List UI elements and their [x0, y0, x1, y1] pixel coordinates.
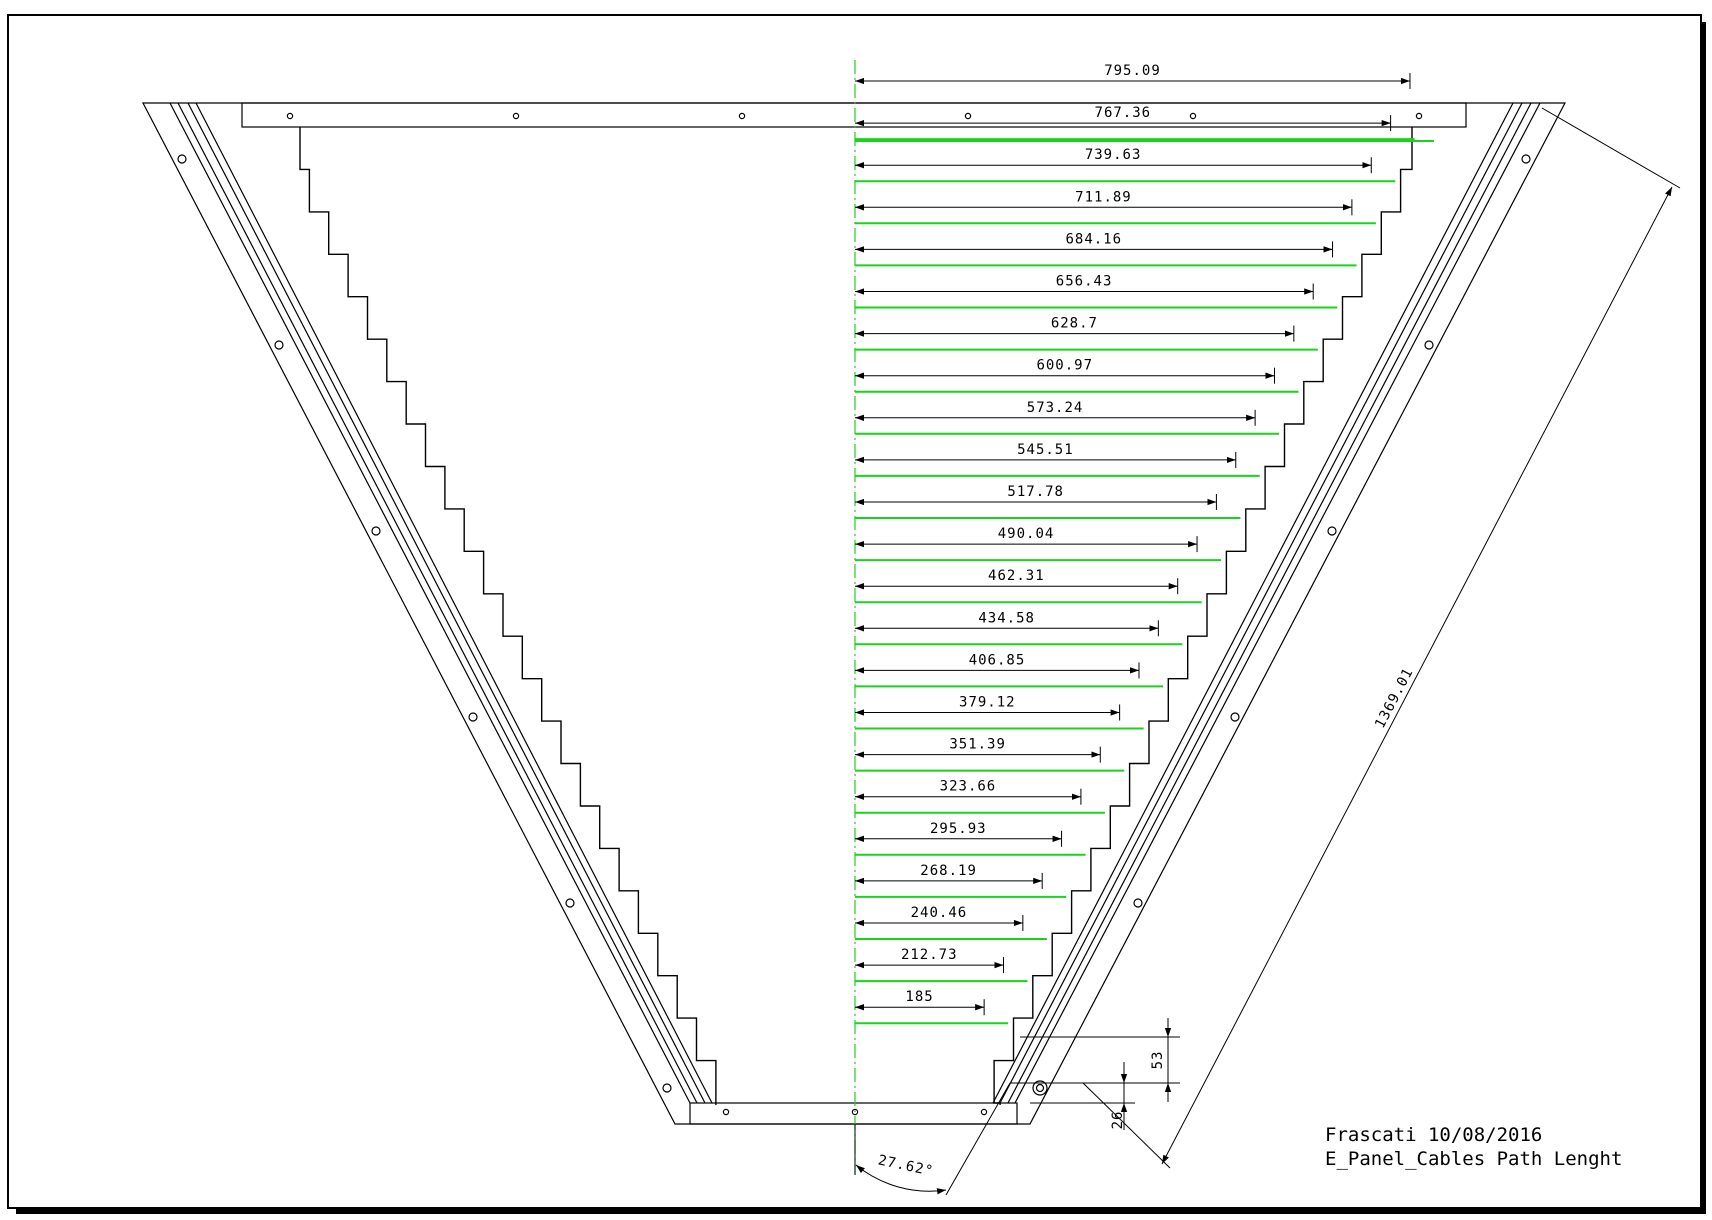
cable-length-label: 600.97 — [1036, 358, 1093, 374]
cable-row: 490.04 — [855, 526, 1222, 562]
cable-length-label: 517.78 — [1007, 484, 1064, 500]
cable-row: 185 — [855, 989, 1009, 1025]
mounting-hole — [722, 1108, 730, 1116]
cable-row: 268.19 — [855, 863, 1067, 898]
cable-row: 767.36 — [855, 105, 1415, 141]
mounting-hole — [738, 112, 746, 120]
cable-length-label: 240.46 — [911, 905, 968, 921]
cable-length-label: 684.16 — [1065, 231, 1122, 247]
mounting-hole — [274, 340, 284, 350]
cable-row: 323.66 — [855, 779, 1105, 814]
mounting-hole — [980, 1108, 988, 1116]
cable-row: 434.58 — [855, 610, 1183, 646]
cable-length-label: 573.24 — [1027, 400, 1084, 416]
cable-length-label: 490.04 — [998, 526, 1055, 542]
cable-length-label: 739.63 — [1085, 147, 1142, 163]
mounting-hole — [565, 898, 575, 908]
cable-length-label: 656.43 — [1056, 274, 1113, 290]
cable-gland — [1032, 1080, 1048, 1096]
cable-length-label: 545.51 — [1017, 442, 1074, 458]
offset-dimensions — [1010, 1018, 1180, 1130]
cable-paths: 795.09 767.36 739.63 711.89 684.16 656.43 628.… — [855, 63, 1434, 1025]
cable-length-label: 462.31 — [988, 568, 1045, 584]
mounting-hole — [177, 154, 187, 164]
cable-length-label: 351.39 — [949, 737, 1006, 753]
cable-row: 379.12 — [855, 695, 1144, 730]
cable-length-label: 434.58 — [978, 610, 1035, 626]
mounting-hole — [1415, 112, 1423, 120]
cable-length-label: 406.85 — [969, 652, 1026, 668]
cable-length-label: 185 — [905, 989, 933, 1005]
staircase-left-path — [299, 127, 717, 1105]
cable-length-label: 268.19 — [920, 863, 977, 879]
cable-length-label: 711.89 — [1075, 189, 1132, 205]
mounting-hole — [1189, 112, 1197, 120]
cable-row: 351.39 — [855, 737, 1125, 772]
mounting-hole — [662, 1083, 672, 1093]
cable-length-label: 295.93 — [930, 821, 987, 837]
angle-dimension — [855, 1082, 1011, 1196]
cable-length-label: 212.73 — [901, 947, 958, 963]
drawing-title: E_Panel_Cables Path Lenght — [1325, 1148, 1622, 1170]
mounting-hole — [1327, 526, 1337, 536]
slant-dimension — [1082, 107, 1681, 1169]
cable-row: 795.09 — [855, 63, 1434, 142]
dim-53-label: 53 — [1150, 1051, 1166, 1070]
dim-26-label: 26 — [1110, 1111, 1126, 1130]
cable-row: 295.93 — [855, 821, 1086, 856]
staircase-left — [299, 127, 717, 1105]
mounting-hole — [468, 712, 478, 722]
mounting-hole — [1133, 898, 1143, 908]
mounting-hole — [512, 112, 520, 120]
cable-length-label: 323.66 — [940, 779, 997, 795]
cable-row: 406.85 — [855, 652, 1163, 688]
cable-row: 240.46 — [855, 905, 1047, 940]
mounting-hole — [1230, 712, 1240, 722]
mounting-hole — [371, 526, 381, 536]
cable-length-label: 628.7 — [1051, 316, 1098, 332]
cable-length-label: 767.36 — [1095, 105, 1152, 121]
cable-length-label: 795.09 — [1104, 63, 1161, 79]
cable-row: 212.73 — [855, 947, 1028, 983]
cable-row: 739.63 — [855, 147, 1396, 183]
mounting-hole — [964, 112, 972, 120]
mounting-hole — [1521, 154, 1531, 164]
mounting-hole — [286, 112, 294, 120]
cable-length-label: 379.12 — [959, 695, 1016, 711]
drawing-location-date: Frascati 10/08/2016 — [1325, 1124, 1542, 1146]
mounting-hole — [1424, 340, 1434, 350]
